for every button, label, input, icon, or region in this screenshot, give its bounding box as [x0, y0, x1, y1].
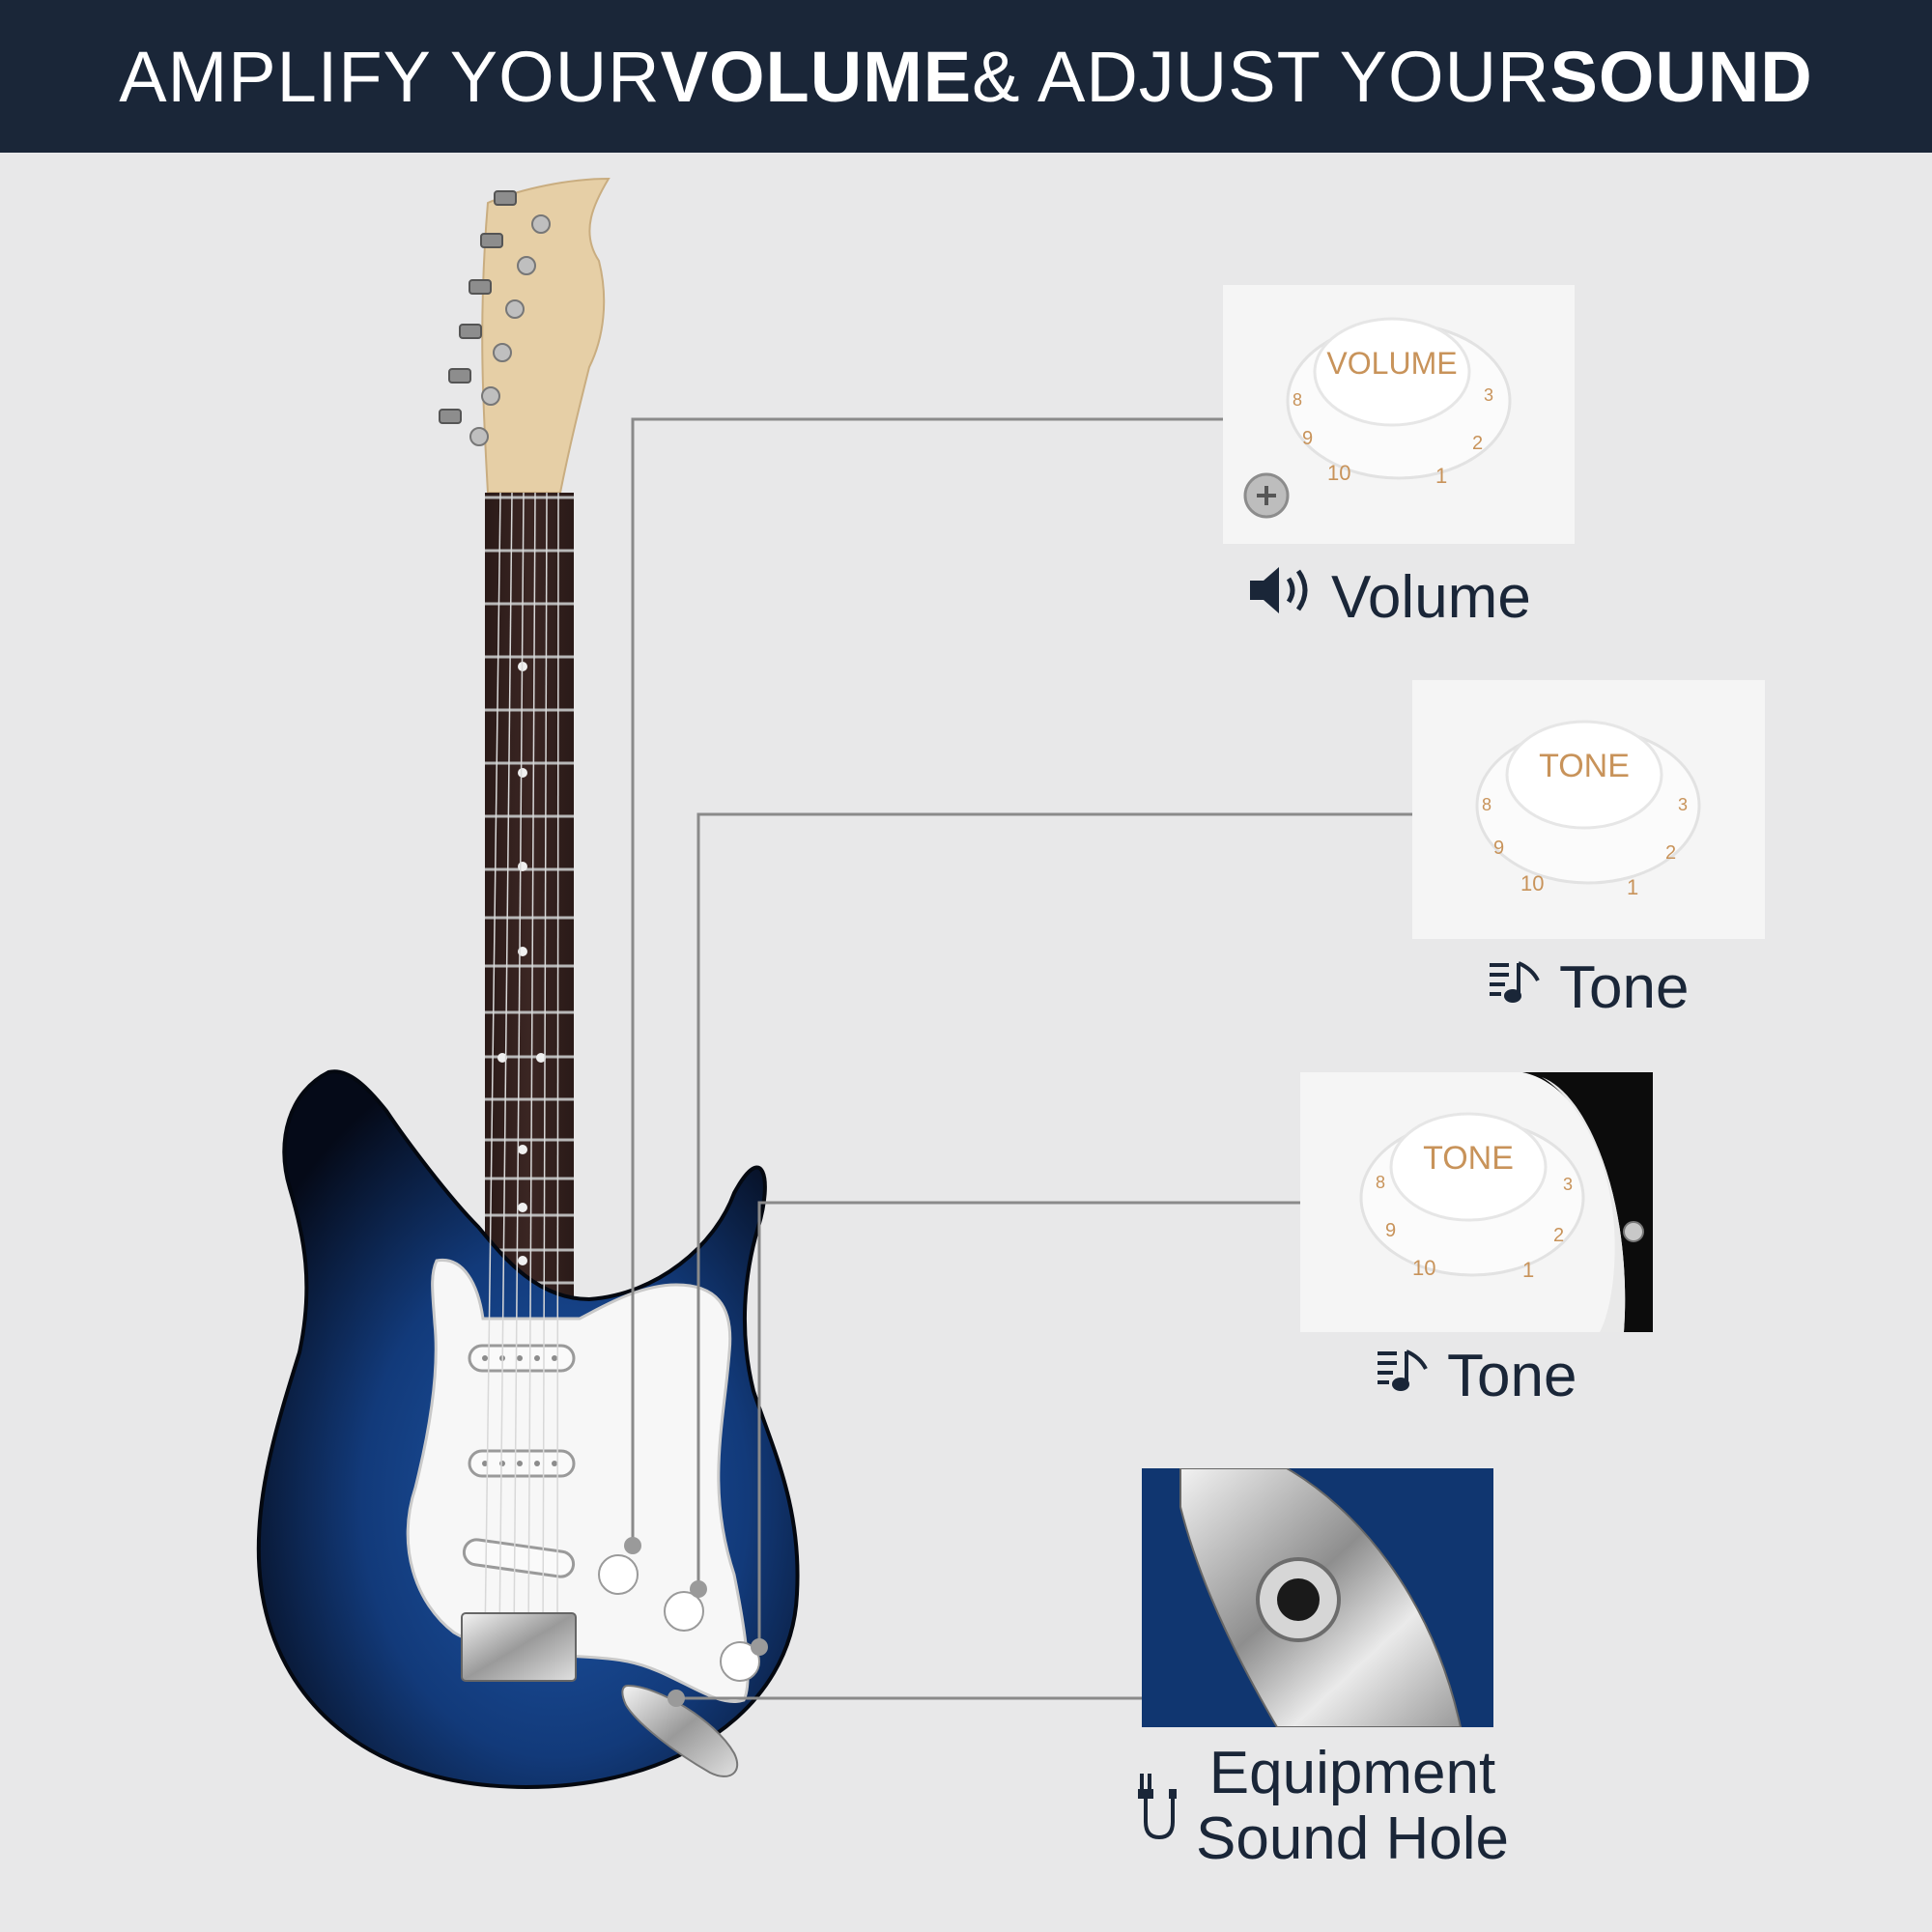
tone-knob-thumbnail-1: TONE 8 9 10 1 2 3: [1412, 680, 1765, 939]
header-text-2: & ADJUST YOUR: [972, 36, 1550, 117]
tone-knob-thumbnail-2: TONE 8 9 10 1 2 3: [1300, 1072, 1653, 1332]
knob-number-2: 2: [1665, 842, 1676, 864]
headstock: [439, 177, 611, 494]
frets: [485, 496, 574, 1285]
cable-icon: [1130, 1770, 1184, 1859]
knob-number-1: 1: [1522, 1258, 1534, 1282]
knob-number-8: 8: [1482, 795, 1492, 814]
knob-number-1: 1: [1627, 875, 1638, 899]
speaker-icon: [1246, 563, 1314, 632]
knob-number-9: 9: [1385, 1220, 1396, 1241]
music-note-icon: [1488, 953, 1542, 1022]
knob-number-8: 8: [1376, 1173, 1385, 1192]
output-jack-plate: [621, 1684, 739, 1777]
knob-number-1: 1: [1435, 464, 1447, 488]
tone-caption-2: Tone: [1376, 1337, 1577, 1414]
knob-number-2: 2: [1553, 1225, 1564, 1246]
jack-label-line1: Equipment: [1208, 1740, 1496, 1806]
pickguard: [406, 1259, 750, 1704]
tone-label-1: Tone: [1559, 953, 1690, 1021]
strings: [484, 492, 559, 1643]
volume-label: Volume: [1331, 563, 1531, 631]
knob-number-3: 3: [1678, 795, 1688, 814]
fretboard: [485, 493, 574, 1333]
output-jack-thumbnail: [1142, 1468, 1493, 1727]
body-knobs: [598, 1554, 760, 1682]
header-text-1: AMPLIFY YOUR: [119, 36, 661, 117]
leader-lines: [631, 417, 1412, 1700]
knob-number-3: 3: [1563, 1175, 1573, 1194]
knob-number-10: 10: [1327, 461, 1350, 485]
tone-knob-text-1: TONE: [1539, 748, 1630, 784]
tone-knob-text-2: TONE: [1423, 1140, 1514, 1177]
tone-caption-1: Tone: [1488, 949, 1689, 1026]
knob-number-9: 9: [1302, 428, 1313, 449]
header-text-sound: SOUND: [1549, 36, 1813, 117]
knob-number-10: 10: [1520, 871, 1544, 895]
bridge: [461, 1612, 577, 1682]
knob-number-10: 10: [1412, 1256, 1435, 1280]
page-header: AMPLIFY YOUR VOLUME & ADJUST YOUR SOUND: [0, 0, 1932, 153]
knob-number-3: 3: [1484, 385, 1493, 405]
tone-label-2: Tone: [1447, 1342, 1577, 1409]
jack-caption: Equipment Sound Hole: [1130, 1741, 1536, 1872]
jack-label-line2: Sound Hole: [1195, 1805, 1510, 1872]
volume-knob-thumbnail: VOLUME 8 9 10 1 2 3: [1223, 285, 1575, 544]
volume-knob-text: VOLUME: [1326, 346, 1457, 381]
leader-dots: [624, 1537, 768, 1707]
music-note-icon: [1376, 1342, 1430, 1410]
volume-caption: Volume: [1246, 558, 1531, 636]
knob-number-9: 9: [1493, 838, 1504, 859]
header-text-volume: VOLUME: [660, 36, 973, 117]
knob-number-2: 2: [1472, 433, 1483, 454]
knob-number-8: 8: [1293, 390, 1302, 410]
